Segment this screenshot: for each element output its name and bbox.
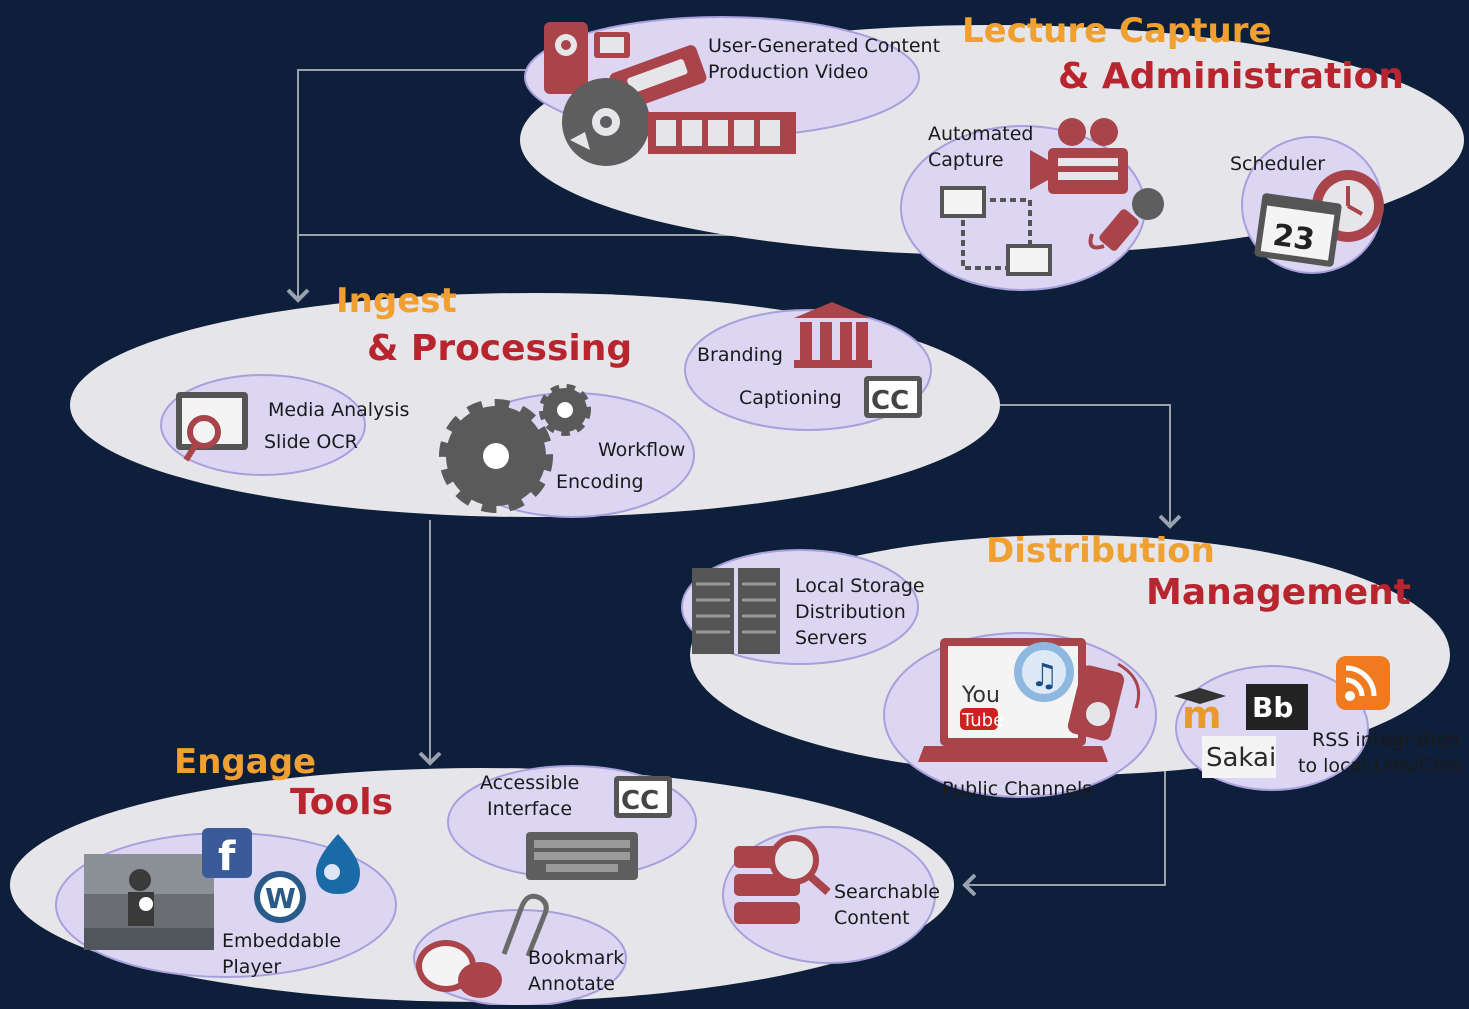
engage-title-line2: Tools	[290, 782, 393, 823]
database-search-icon	[734, 835, 831, 924]
sakai-icon: Sakai	[1202, 736, 1276, 778]
media-analysis-label: Media Analysis	[268, 399, 409, 421]
searchable-label-line1: Searchable	[834, 881, 940, 903]
workflow-label: Workflow	[598, 439, 685, 461]
microphone-icon	[1088, 188, 1164, 251]
connector-ingest-to-distribution	[1000, 404, 1182, 529]
sakai-text: Sakai	[1206, 743, 1276, 773]
moodle-m: m	[1182, 693, 1222, 737]
engage-tools-group: Engage Tools f W Embeddable Player Acces…	[10, 742, 954, 1007]
network-computers-icon	[940, 186, 1052, 276]
calendar-icon: 23	[1254, 193, 1342, 267]
paperclip-icon	[501, 893, 549, 957]
slide-ocr-label: Slide OCR	[264, 431, 358, 453]
storage-label-line1: Local Storage	[795, 575, 925, 597]
automated-label-line1: Automated	[928, 123, 1033, 145]
automated-label-line2: Capture	[928, 149, 1004, 171]
accessible-label-line2: Interface	[487, 798, 572, 820]
engage-title-line1: Engage	[174, 742, 316, 782]
calendar-day: 23	[1271, 218, 1317, 258]
ugc-label-line2: Production Video	[708, 61, 868, 83]
encoding-label: Encoding	[556, 471, 644, 493]
closed-caption-icon: CC	[864, 376, 922, 418]
facebook-f: f	[218, 834, 236, 880]
wordpress-w: W	[265, 882, 296, 915]
keyboard-icon	[526, 832, 638, 880]
bookmark-label: Bookmark	[528, 947, 624, 969]
magnifier-screen-icon	[176, 392, 248, 462]
engage-cc-text: CC	[621, 786, 659, 816]
player-label-line1: Embeddable	[222, 930, 341, 952]
film-strip-icon	[648, 112, 796, 154]
closed-caption-icon-engage: CC	[614, 776, 672, 818]
scheduler-label: Scheduler	[1230, 153, 1325, 175]
rss-label-line1: RSS integration	[1312, 729, 1460, 751]
youtube-you: You	[961, 683, 1000, 708]
video-camera-icon	[544, 22, 630, 94]
branding-label: Branding	[697, 344, 783, 366]
blackboard-icon: Bb	[1246, 684, 1308, 730]
video-thumbnail	[84, 854, 214, 950]
wordpress-icon: W	[254, 871, 306, 923]
disc-icon	[562, 78, 650, 166]
lecture-title-line2: & Administration	[1058, 56, 1404, 97]
lecture-capture-group: Lecture Capture & Administration User-Ge…	[520, 11, 1464, 291]
youtube-icon: You Tube	[960, 683, 1004, 731]
lecture-title-line1: Lecture Capture	[962, 11, 1272, 51]
ingest-title-line2: & Processing	[367, 328, 632, 369]
annotate-label: Annotate	[528, 973, 615, 995]
itunes-icon: ♫	[1014, 642, 1074, 702]
rss-label-line2: to local LMS/CMS	[1298, 755, 1461, 777]
facebook-icon: f	[202, 828, 252, 880]
institution-building-icon	[794, 302, 872, 368]
searchable-label-line2: Content	[834, 907, 910, 929]
storage-label-line2: Distribution	[795, 601, 906, 623]
ipod-icon	[1067, 662, 1141, 741]
server-rack-icon	[692, 568, 780, 654]
storage-label-line3: Servers	[795, 627, 867, 649]
captioning-cc-text: CC	[871, 386, 909, 416]
public-channels-label: Public Channels	[942, 778, 1092, 800]
speech-bubble-icon	[416, 940, 502, 998]
connector-lecture-to-ingest	[286, 69, 530, 303]
movie-camera-icon	[1030, 118, 1128, 194]
distribution-title-line1: Distribution	[986, 531, 1215, 571]
rss-icon	[1336, 656, 1390, 710]
music-note-glyph: ♫	[1030, 656, 1059, 694]
distribution-title-line2: Management	[1146, 572, 1411, 613]
drupal-icon	[316, 834, 360, 894]
moodle-icon: m	[1174, 688, 1226, 737]
player-label-line2: Player	[222, 956, 281, 978]
accessible-label-line1: Accessible	[480, 772, 579, 794]
gear-icon	[439, 384, 591, 513]
connector-distribution-to-engage	[962, 765, 1166, 897]
captioning-label: Captioning	[739, 387, 842, 409]
ugc-label-line1: User-Generated Content	[708, 35, 940, 57]
ingest-title-line1: Ingest	[336, 281, 457, 321]
youtube-tube: Tube	[961, 710, 1004, 731]
ingest-processing-group: Ingest & Processing Media Analysis Slide…	[70, 281, 1000, 518]
distribution-group: Distribution Management Local Storage Di…	[681, 531, 1461, 800]
blackboard-bb: Bb	[1252, 691, 1293, 724]
